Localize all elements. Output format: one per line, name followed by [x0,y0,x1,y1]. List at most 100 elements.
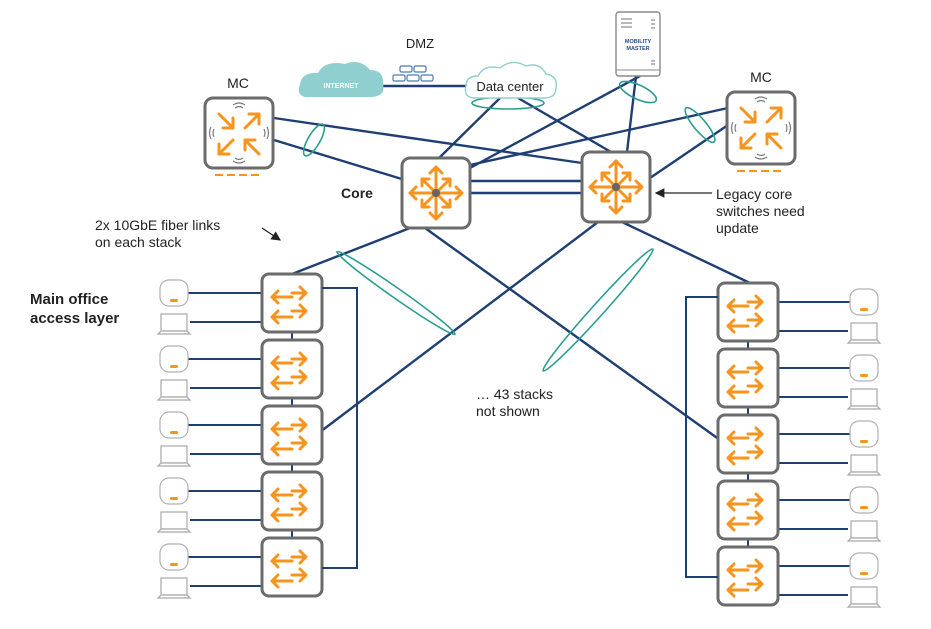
legacy-label-1: Legacy core [716,186,792,202]
fiber-label-1: 2x 10GbE fiber links [95,217,220,233]
data-center-label: Data center [476,79,544,94]
switch-arrows-icon [726,294,764,334]
access-point-icon [159,543,189,571]
access-switch [716,347,780,409]
laptop-icon [156,445,192,467]
lag-ellipse-dc [471,96,545,110]
internet-label: INTERNET [324,83,360,90]
laptop-icon [156,379,192,401]
laptop-icon [156,511,192,533]
legacy-label-3: update [716,220,759,236]
access-switch-icon [260,404,324,466]
mobility-controller-icon [725,90,797,166]
access-switch-icon [260,470,324,532]
access-point-icon [159,279,189,307]
mobility-controller-right [725,90,797,172]
link-core-left-stack-right [424,227,721,441]
stack-ring-link [322,287,358,569]
access-switch-icon [716,347,780,409]
switch-arrows-icon [270,285,308,325]
lag-ellipses [302,80,716,372]
link-mcr-core-right [649,124,729,179]
link-core-right-stack-right [621,220,751,285]
lag-ellipse-mm [618,80,658,104]
mobility-controller-left [203,96,275,176]
switch-arrows-icon [270,417,308,457]
laptop-icon [846,586,882,608]
mobility-master-label-1: MOBILITY [625,39,652,45]
laptop-icon [846,454,882,476]
access-point-icon [849,288,879,316]
laptop-icon [156,313,192,335]
switch-arrows-icon [726,492,764,532]
mc-left-label: MC [227,75,249,91]
access-switch [260,404,324,466]
switch-arrows-icon [726,426,764,466]
mobility-master: MOBILITY MASTER [615,11,661,77]
access-switch [716,479,780,541]
access-point-icon [849,420,879,448]
access-switch-icon [260,272,324,334]
laptop-icon [846,322,882,344]
firewall-icon [392,65,434,82]
left-access-stack [156,272,358,599]
access-switch [260,338,324,400]
lag-ellipse-left-stack [336,250,456,336]
link-mcl-core-left [273,138,406,182]
legacy-label-2: switches need [716,203,805,219]
access-layer-label-2: access layer [30,310,119,327]
laptop-icon [156,577,192,599]
access-layer-label-1: Main office [30,291,108,308]
access-point-icon [159,345,189,373]
fiber-arrow [261,227,281,241]
link-mcr-core-left [469,106,729,167]
backbone-links [273,74,751,441]
access-switch-icon [716,413,780,475]
mobility-master-label-2: MASTER [626,46,649,52]
access-switch [260,536,324,598]
switch-arrows-icon [270,483,308,523]
link-core-right-stack-left [319,221,599,433]
access-switch [716,413,780,475]
lag-ellipse-mc-right [684,106,716,144]
access-switch [716,545,780,607]
stacks-not-shown-label-2: not shown [476,403,540,419]
core-switch-right [580,150,652,224]
server-icon [615,11,661,77]
switch-arrows-icon [270,549,308,589]
stack-ring-link [685,296,718,578]
dmz-label: DMZ [406,36,434,51]
switch-arrows-icon [270,351,308,391]
link-mm-core-right [625,75,638,153]
cloud-icon [464,61,557,99]
laptop-icon [846,520,882,542]
right-access-stack [685,281,882,608]
access-point-icon [849,354,879,382]
access-switch-icon [260,338,324,400]
link-mcl-core-right [273,116,583,165]
access-switch-icon [716,281,780,343]
access-point-icon [849,552,879,580]
lag-ellipse-mc-left [302,123,326,157]
internet-cloud: INTERNET [298,62,384,97]
switch-arrows-icon [726,360,764,400]
access-switch [260,272,324,334]
mobility-controller-icon [203,96,275,170]
access-point-icon [159,411,189,439]
fiber-label-2: on each stack [95,234,182,250]
switch-arrows-icon [726,558,764,598]
core-switch-left [400,156,472,230]
lag-ellipse-right-stack [542,248,654,372]
access-switch [260,470,324,532]
mc-right-label: MC [750,69,772,85]
cloud-icon [298,62,384,97]
link-mm-core-left [469,74,641,170]
core-label: Core [341,185,373,201]
access-point-icon [159,477,189,505]
data-center-cloud: Data center [464,61,557,99]
link-core-left-stack-left [291,226,411,276]
stacks-not-shown-label-1: … 43 stacks [476,386,553,402]
access-point-icon [849,486,879,514]
access-switch-icon [716,545,780,607]
